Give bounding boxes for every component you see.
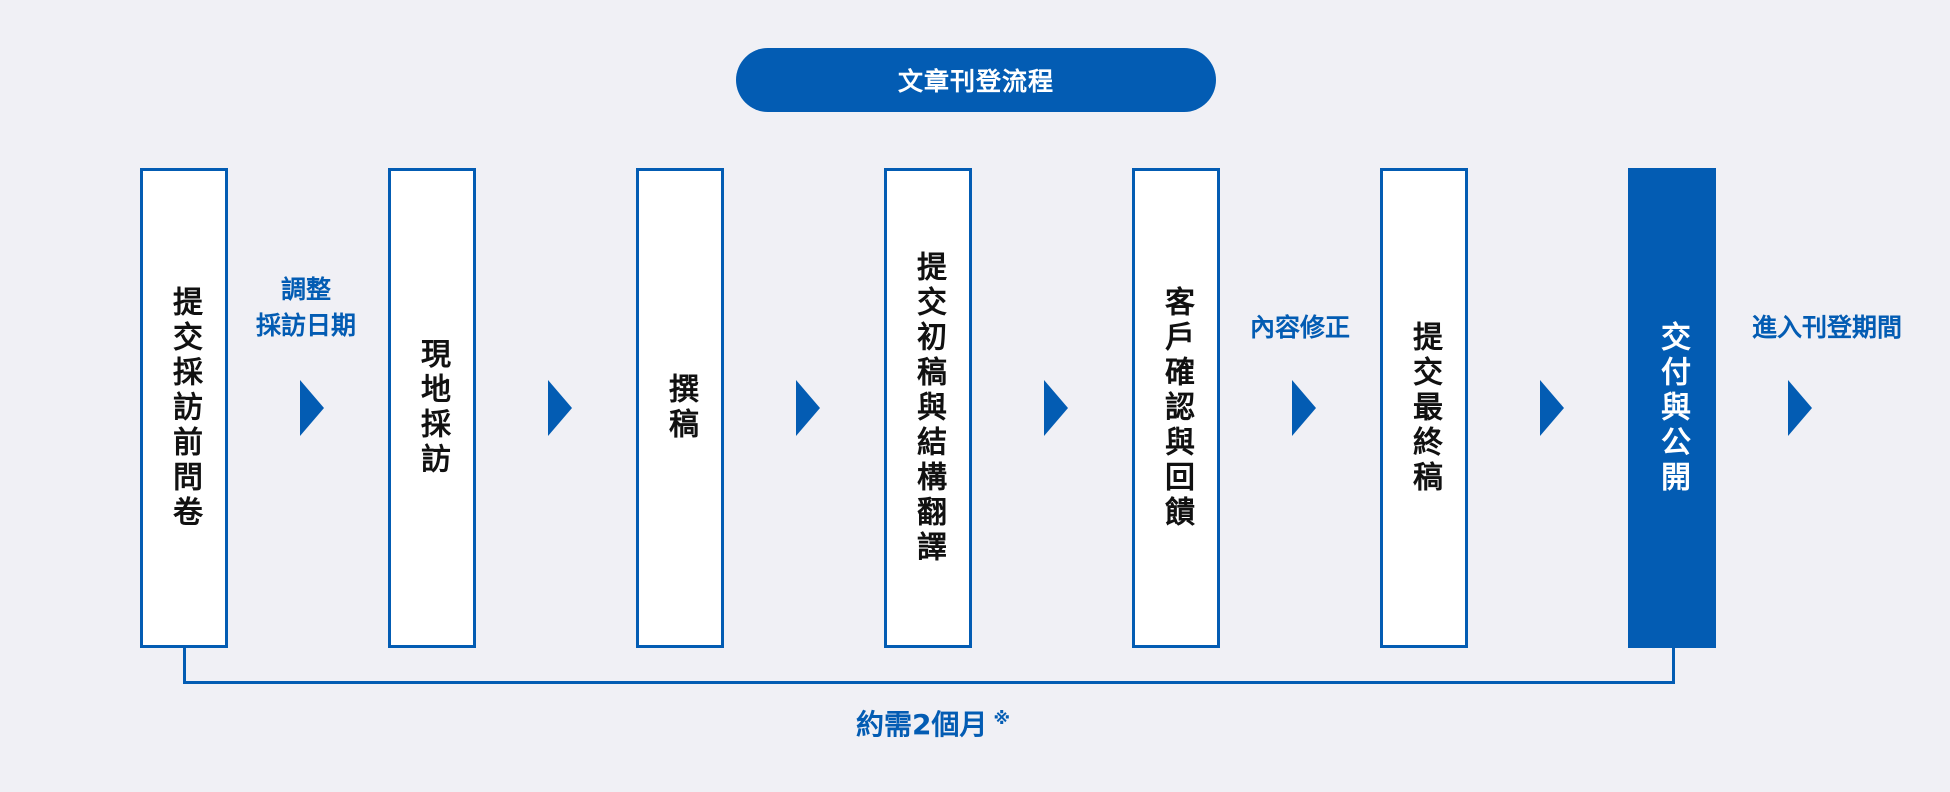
note-content-revision: 內容修正 <box>1249 313 1350 342</box>
duration-label: 約需2個月※ <box>856 703 1010 743</box>
arrow-right-icon <box>1540 380 1564 436</box>
step-first-draft-and-translation: 提交初稿與結構翻譯 <box>884 168 972 648</box>
step-label: 提交初稿與結構翻譯 <box>911 250 946 566</box>
step-label: 現地採訪 <box>415 338 450 478</box>
step-pre-interview-questionnaire: 提交採訪前問卷 <box>140 168 228 648</box>
step-label: 提交最終稿 <box>1407 320 1442 496</box>
note-publication-period: 進入刊登期間 <box>1751 313 1902 342</box>
step-label: 提交採訪前問卷 <box>167 285 202 531</box>
step-onsite-interview: 現地採訪 <box>388 168 476 648</box>
step-label: 客戶確認與回饋 <box>1159 285 1194 531</box>
duration-bracket <box>183 648 1675 684</box>
step-writing: 撰稿 <box>636 168 724 648</box>
footnote-mark: ※ <box>993 709 1011 729</box>
arrow-right-icon <box>300 380 324 436</box>
arrow-right-icon <box>1788 380 1812 436</box>
note-line: 採訪日期 <box>255 311 356 340</box>
note-schedule-adjustment: 調整 採訪日期 <box>228 272 384 344</box>
arrow-right-icon <box>1044 380 1068 436</box>
step-label: 交付與公開 <box>1655 320 1690 496</box>
note-line: 調整 <box>280 275 331 304</box>
step-final-draft: 提交最終稿 <box>1380 168 1468 648</box>
arrow-right-icon <box>1292 380 1316 436</box>
flow-title: 文章刊登流程 <box>736 48 1216 112</box>
duration-text: 約需2個月 <box>856 708 988 741</box>
step-client-review: 客戶確認與回饋 <box>1132 168 1220 648</box>
step-delivery-and-publication: 交付與公開 <box>1628 168 1716 648</box>
arrow-right-icon <box>796 380 820 436</box>
step-label: 撰稿 <box>663 373 698 443</box>
arrow-right-icon <box>548 380 572 436</box>
